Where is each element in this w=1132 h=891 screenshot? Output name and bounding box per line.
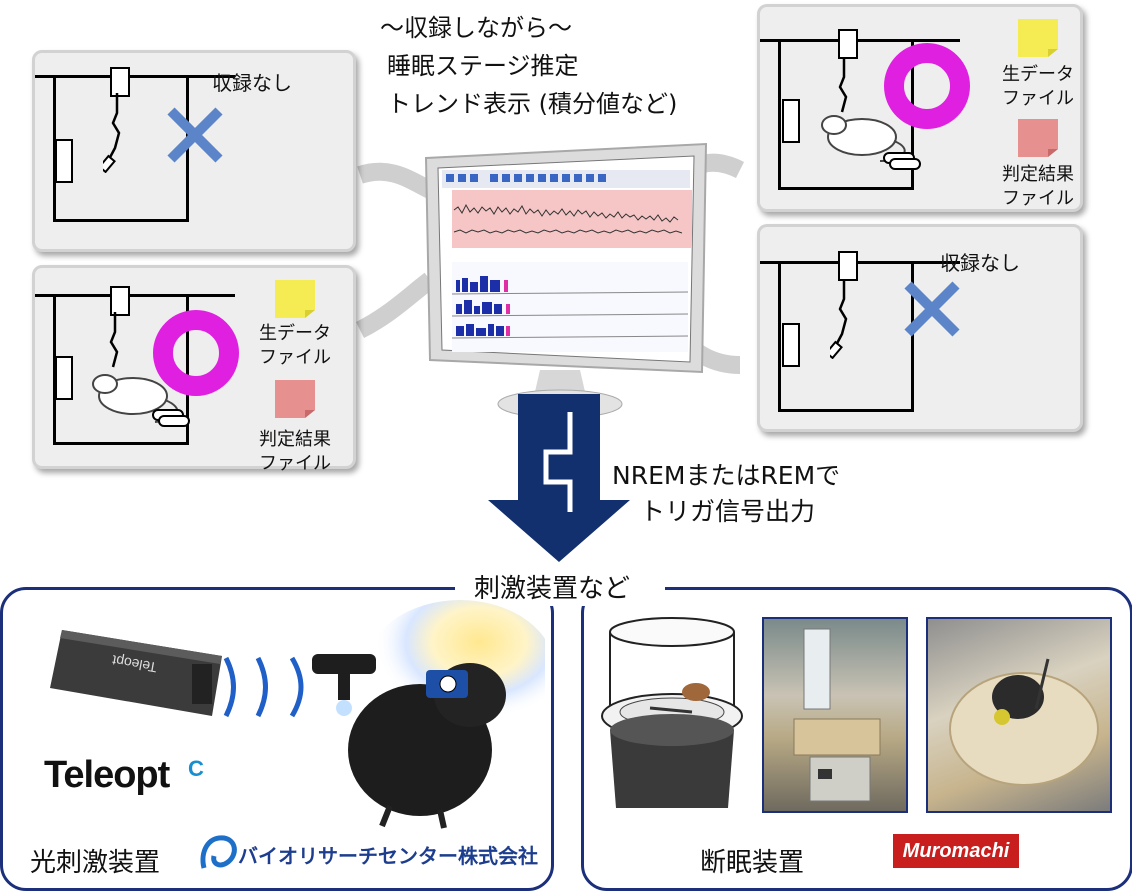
- mouse-photo: [348, 600, 545, 829]
- deprivation-label: 断眠装置: [700, 848, 805, 878]
- section-title: 刺激装置など: [474, 574, 631, 604]
- header-line1: ～収録しながら～: [380, 14, 572, 42]
- muromachi-logo: Muromachi: [893, 834, 1019, 868]
- brc-logo-icon: [200, 835, 237, 869]
- cage-panel-mid-right: 収録なし: [757, 224, 1083, 432]
- cage-panel-top-right: 生データ ファイル 判定結果 ファイル: [757, 4, 1083, 212]
- down-arrow: [488, 394, 630, 562]
- header-line3: トレンド表示 (積分値など): [387, 90, 678, 118]
- apparatus-photo-2: [926, 617, 1112, 813]
- stimulator-label: 光刺激装置: [30, 848, 161, 878]
- receiver-icon: [312, 654, 376, 716]
- raw-data-file-icon: [1018, 19, 1058, 57]
- apparatus-photo-1: [762, 617, 908, 813]
- cage-outline: [778, 261, 914, 412]
- connector-icon: [152, 409, 190, 427]
- teleopt-logo: Teleopt C: [44, 754, 224, 800]
- status-no-recording: 収録なし: [940, 251, 1020, 275]
- cross-icon: [904, 281, 960, 337]
- teleopt-device-icon: [50, 630, 222, 716]
- connector-icon: [883, 152, 921, 170]
- company-logo: バイオリサーチセンター株式会社: [198, 832, 538, 876]
- cage-outline: [53, 294, 189, 445]
- teleopt-logo-mark: C: [188, 756, 204, 781]
- wireless-signal-icon: [223, 656, 304, 718]
- section-title-bg: [455, 568, 665, 606]
- status-no-recording: 収録なし: [212, 71, 292, 95]
- deprivation-cage-drawing: [601, 617, 743, 808]
- monitor: [420, 140, 712, 419]
- result-file-label: 判定結果 ファイル: [259, 429, 331, 474]
- muromachi-logo-text: Muromachi: [902, 840, 1010, 862]
- raw-data-file-icon: [275, 280, 315, 318]
- trigger-line2: トリガ信号出力: [640, 497, 816, 526]
- cross-icon: [167, 107, 223, 163]
- mouse-icon: [821, 57, 906, 162]
- ring-icon: [884, 43, 970, 129]
- raw-data-file-label: 生データ ファイル: [259, 323, 331, 368]
- teleopt-logo-text: Teleopt: [44, 754, 170, 796]
- header-line2: 睡眠ステージ推定: [387, 52, 579, 80]
- result-file-icon: [1018, 119, 1058, 157]
- cage-panel-top-left: 収録なし: [32, 50, 356, 252]
- trigger-line1: NREMまたはREMで: [612, 461, 841, 490]
- raw-data-file-label: 生データ ファイル: [1002, 64, 1074, 109]
- company-name: バイオリサーチセンター株式会社: [238, 844, 538, 868]
- cage-panel-mid-left: 生データ ファイル 判定結果 ファイル: [32, 265, 356, 474]
- ring-icon: [153, 310, 239, 396]
- result-file-icon: [275, 380, 315, 418]
- result-file-label: 判定結果 ファイル: [1002, 164, 1074, 209]
